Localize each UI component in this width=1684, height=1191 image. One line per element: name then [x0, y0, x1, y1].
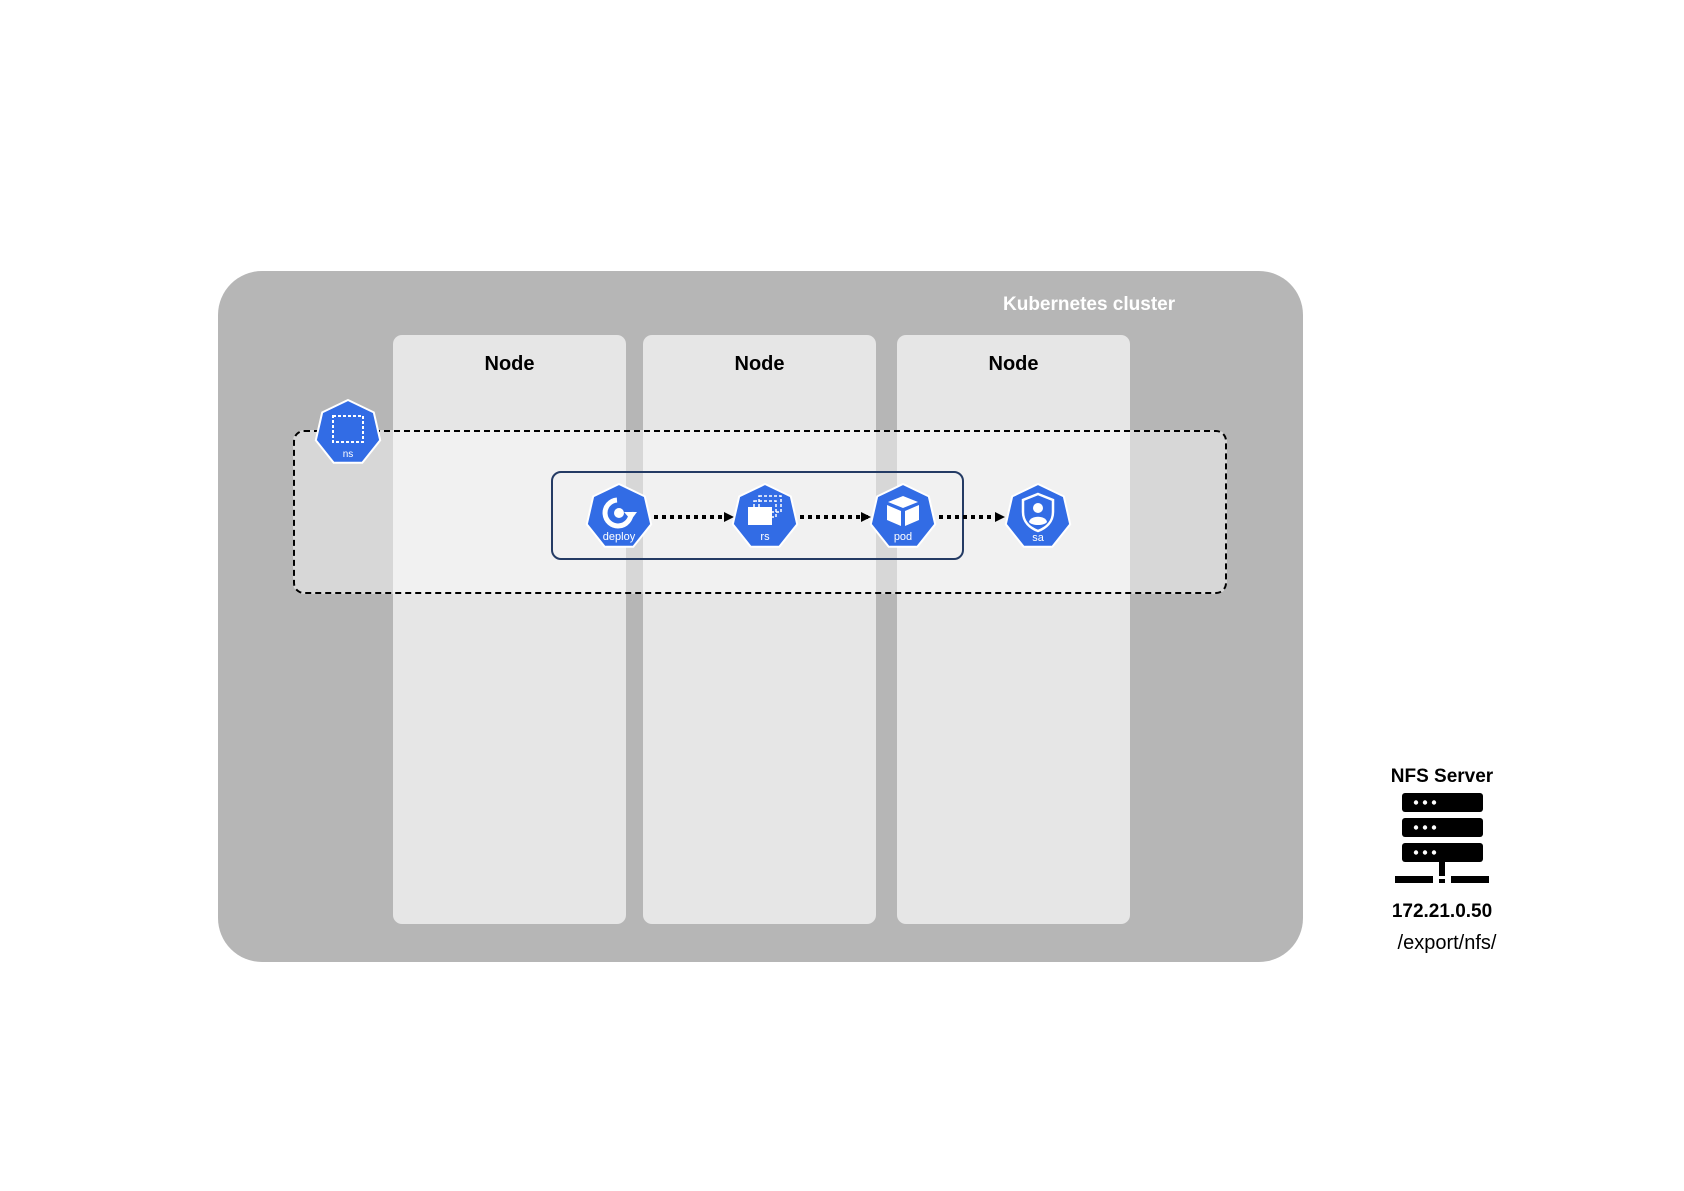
nfs-server-title: NFS Server — [1390, 766, 1494, 787]
node-3 — [897, 335, 1130, 924]
service-account-icon-label: sa — [1032, 532, 1045, 544]
node-2-label: Node — [734, 353, 785, 375]
pod-icon: pod — [869, 482, 937, 548]
cluster-label: Kubernetes cluster — [1003, 294, 1176, 315]
node-1-label: Node — [484, 353, 535, 375]
nfs-server-path: /export/nfs/ — [1397, 932, 1497, 954]
nfs-server-ip: 172.21.0.50 — [1391, 901, 1493, 922]
replicaset-icon-label: rs — [760, 531, 770, 543]
namespace-icon: ns — [314, 398, 382, 464]
node-1 — [393, 335, 626, 924]
deployment-icon: deploy — [585, 482, 653, 548]
server-icon — [1395, 793, 1489, 883]
deployment-icon-label: deploy — [603, 531, 636, 543]
node-3-label: Node — [988, 353, 1039, 375]
namespace-icon-label: ns — [343, 449, 354, 460]
service-account-icon: sa — [1004, 482, 1072, 548]
replicaset-icon: rs — [731, 482, 799, 548]
pod-icon-label: pod — [894, 531, 912, 543]
node-2 — [643, 335, 876, 924]
